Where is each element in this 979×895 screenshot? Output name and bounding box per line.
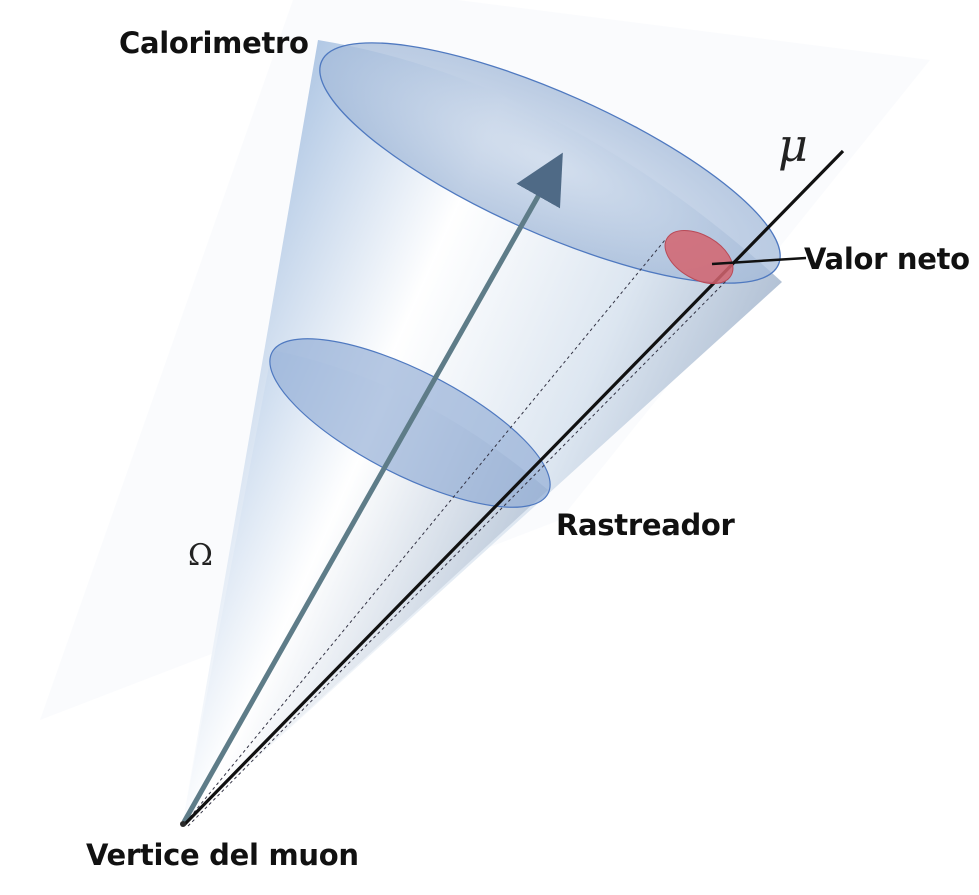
net-value-label: Valor neto <box>804 242 970 276</box>
net-value-leader-line <box>711 256 807 266</box>
muon-symbol: μ <box>778 118 808 172</box>
calorimeter-label: Calorimetro <box>119 26 309 60</box>
solid-angle-symbol: Ω <box>188 538 213 573</box>
vertex-label: Vertice del muon <box>86 838 359 872</box>
tracker-label: Rastreador <box>556 508 735 542</box>
cone-axis-arrow <box>181 152 563 824</box>
muon-vertex-point <box>180 821 186 827</box>
isolation-dashed-line-lower <box>187 279 728 827</box>
net-value-spot <box>664 229 734 285</box>
